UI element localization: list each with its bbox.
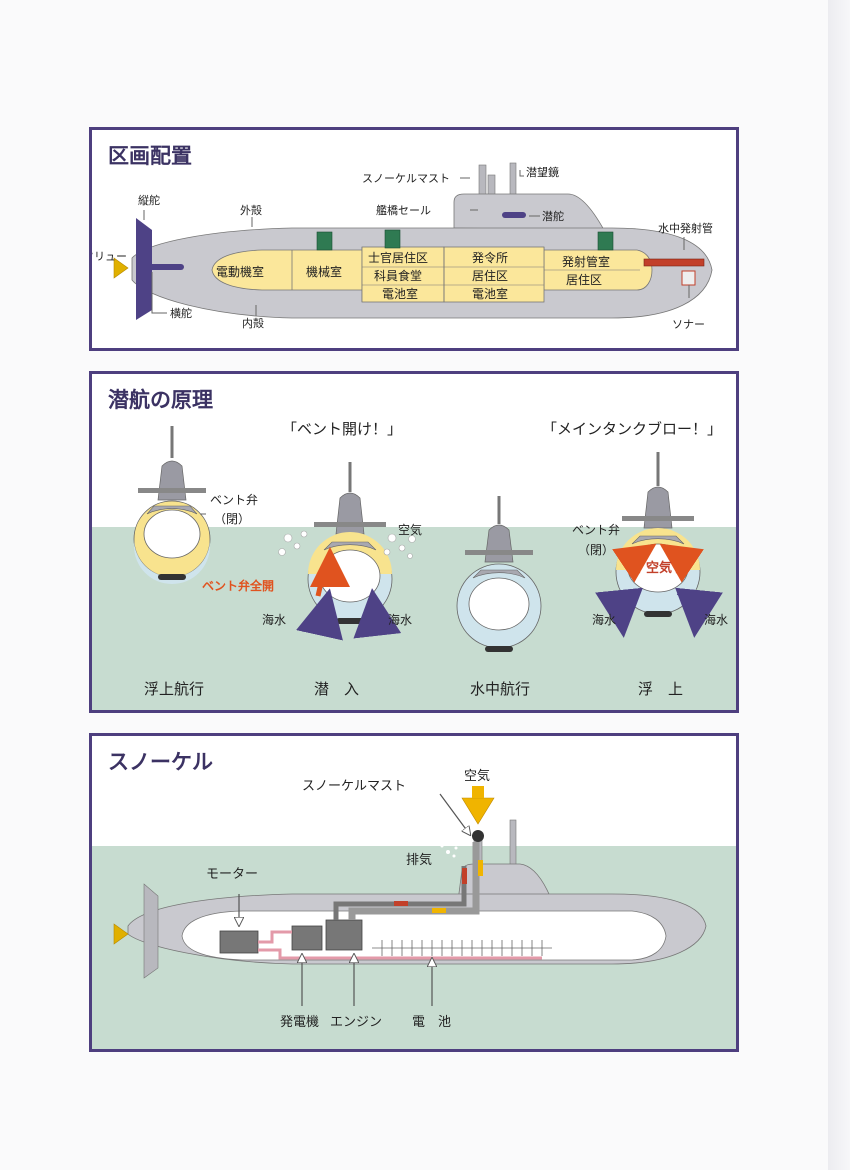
exhaust-flow-arrow [394,901,408,906]
label-quarters-2: 居住区 [566,273,602,287]
label-seawater-1: 海水 [262,612,286,627]
rudder-shape [143,883,159,979]
engine-shape [325,919,363,951]
exhaust-puffs [440,844,458,858]
generator-shape [291,925,323,951]
callout-main-tank-blow: 「メインタンクブロー！」 [542,420,722,438]
label-air-1: 空気 [398,522,422,537]
page-edge [828,0,850,1170]
label-generator: 発電機 [280,1015,319,1030]
label-vent-valve-2: ベント弁 [572,522,620,537]
label-screw: スクリュー [92,250,127,263]
label-stage-rise: 浮 上 [638,680,683,698]
layout-panel: 区画配置 [89,127,739,351]
motor-shape [219,930,259,954]
label-mess: 科員食堂 [374,268,422,283]
sub-surface [133,426,211,584]
air-intake-arrow-stem [472,786,484,798]
screw-shape [113,257,129,279]
label-inner-hull: 内殻 [242,316,264,330]
label-snorkel-mast: スノーケルマスト [362,172,450,185]
sub-rising [595,452,723,638]
label-control-room: 発令所 [472,250,508,265]
periscope-shape [509,819,517,871]
diving-diagram: 「ベント開け！」 「メインタンクブロー！」 ベント弁 （閉） 空気 ベント弁全開… [92,420,736,710]
label-motor: モーター [206,867,258,882]
label-torpedo-room: 発射管室 [562,254,610,269]
torpedo-tube-shape [643,258,705,267]
hatch-shape [316,231,333,251]
sonar-shape [681,270,696,286]
sub-submerged [456,496,542,652]
label-stage-surface: 浮上航行 [144,680,204,698]
air-flow-arrow [432,908,446,913]
label-seawater-4: 海水 [704,612,728,627]
label-snorkel-mast: スノーケルマスト [302,779,406,794]
diving-panel: 潜航の原理 [89,371,739,713]
screw-shape [113,923,129,945]
periscope-shape [509,162,517,196]
sub-diving [278,462,416,641]
label-bridge-sail: 艦橋セール [376,203,431,217]
snorkel-mast-shape [478,164,487,196]
label-air-2: 空気 [646,560,672,576]
label-torpedo-tube: 水中発射管 [658,221,713,235]
snorkel-panel: スノーケル [89,733,739,1052]
horizontal-rudder-shape [144,264,184,270]
diving-plane-shape [502,212,526,218]
label-vent-valve-1: ベント弁 [210,492,258,507]
label-closed-2: （閉） [578,543,614,557]
callout-vent-open: 「ベント開け！」 [282,420,402,438]
snorkel-panel-title: スノーケル [108,749,213,774]
label-engine: エンジン [330,1015,382,1030]
label-motor-room: 電動機室 [216,264,264,279]
label-vent-full-open: ベント弁全開 [202,578,274,593]
label-battery: 電 池 [412,1015,451,1030]
vertical-rudder-shape [136,218,152,320]
power-line [258,948,542,960]
mast-shape [487,174,496,196]
label-outer-hull: 外殻 [240,203,262,217]
label-machine-room: 機械室 [306,264,342,279]
label-officer-quarters: 士官居住区 [368,250,428,265]
pointer [519,170,524,177]
hatch-shape [597,231,614,251]
label-air: 空気 [464,768,490,784]
snorkel-head-shape [472,830,484,842]
label-closed-1: （閉） [214,512,250,526]
air-flow-arrow [478,860,483,876]
exhaust-flow-arrow [462,868,467,884]
air-bubbles [278,530,416,559]
snorkel-diagram: スノーケルマスト 空気 排気 モーター 発電機 エンジン 電 池 [92,768,736,1049]
battery-cells [372,940,552,956]
label-quarters-1: 居住区 [472,269,508,283]
air-duct [348,842,480,920]
label-seawater-2: 海水 [388,612,412,627]
pointer [439,793,468,832]
hatch-shape [384,229,401,249]
pointer [151,272,167,314]
label-sonar: ソナー [672,318,705,331]
label-diving-plane: 潜舵 [542,209,564,223]
label-periscope: 潜望鏡 [526,165,559,179]
air-intake-arrow [461,797,495,825]
layout-diagram: 縦舵 スクリュー 横舵 外殻 内殻 スノーケルマスト 潜望鏡 艦橋セール 潜舵 … [92,162,713,331]
layout-panel-title: 区画配置 [108,143,192,168]
bridge-sail-shape [453,193,605,231]
label-battery-room-1: 電池室 [382,286,418,301]
diving-panel-title: 潜航の原理 [108,387,213,412]
label-rudder-horizontal: 横舵 [170,306,192,320]
label-stage-submerged: 水中航行 [470,680,530,698]
power-line [258,930,292,944]
label-battery-room-2: 電池室 [472,286,508,301]
label-rudder-vertical: 縦舵 [138,193,160,207]
label-exhaust: 排気 [406,852,432,868]
label-seawater-3: 海水 [592,612,616,627]
label-stage-dive: 潜 入 [314,680,359,698]
